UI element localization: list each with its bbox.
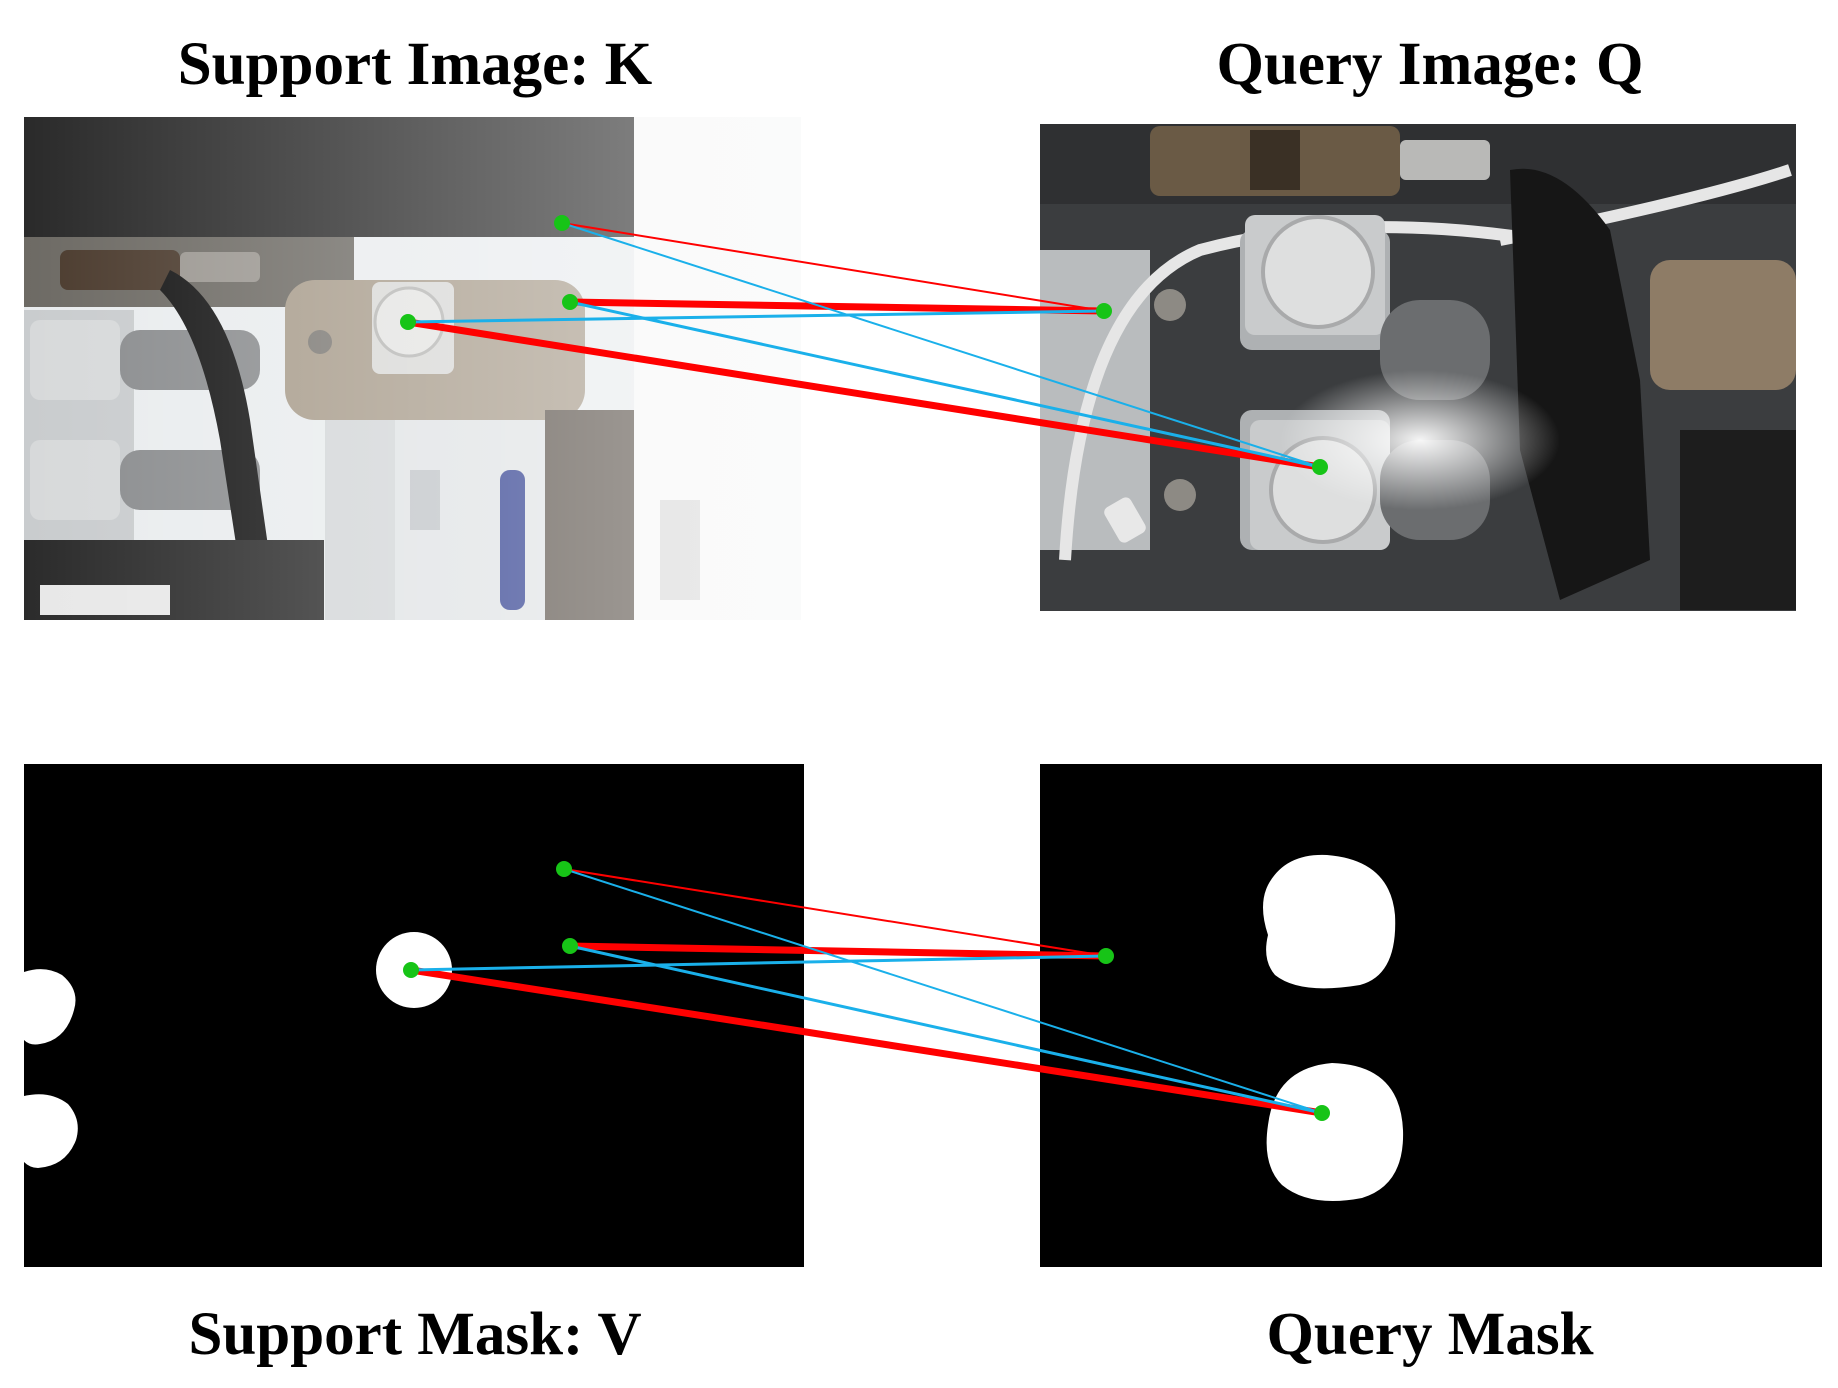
keypoint	[554, 215, 570, 231]
match-line-red	[407, 318, 1321, 471]
query-image-title: Query Image: Q	[1216, 31, 1644, 98]
keypoint	[1312, 459, 1328, 475]
mask-correspondences	[403, 861, 1330, 1121]
query-mask-blob-1	[1263, 854, 1396, 989]
keypoint	[562, 294, 578, 310]
match-line-red	[569, 942, 1107, 960]
image-correspondences	[400, 215, 1328, 475]
match-line-red	[561, 222, 1105, 312]
keypoint	[1314, 1105, 1330, 1121]
match-line-blue	[569, 300, 1321, 469]
support-mask-title: Support Mask: V	[188, 1301, 642, 1368]
query-image	[1040, 124, 1796, 611]
match-line-blue	[407, 309, 1105, 324]
support-mask-blob-3	[24, 1094, 78, 1168]
keypoint	[403, 962, 419, 978]
support-image	[24, 117, 801, 620]
match-line-red	[569, 298, 1105, 315]
keypoint	[1096, 303, 1112, 319]
query-mask-title: Query Mask	[1266, 1301, 1594, 1368]
match-line-red	[410, 966, 1323, 1117]
keypoint	[562, 938, 578, 954]
keypoint	[1098, 948, 1114, 964]
support-mask	[24, 764, 804, 1267]
query-mask	[1040, 764, 1822, 1267]
keypoint	[556, 861, 572, 877]
keypoint	[400, 314, 416, 330]
match-line-red	[563, 868, 1107, 957]
support-image-title: Support Image: K	[177, 31, 653, 98]
match-line-blue	[561, 222, 1321, 468]
support-mask-blob-2	[24, 969, 76, 1045]
match-line-blue	[569, 944, 1323, 1115]
query-mask-blob-2	[1266, 1063, 1404, 1202]
match-line-blue	[563, 868, 1323, 1114]
match-line-blue	[410, 954, 1107, 972]
